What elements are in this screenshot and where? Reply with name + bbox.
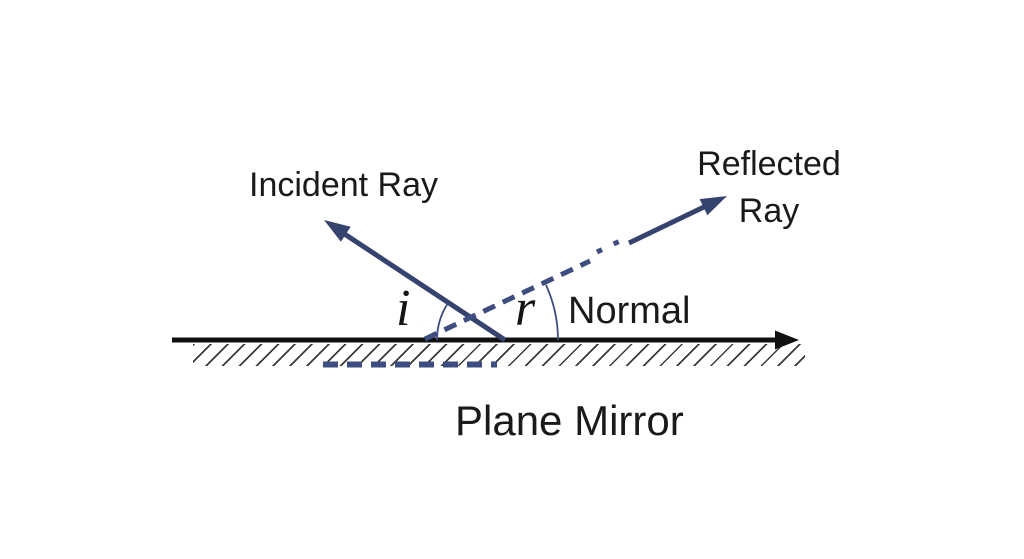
angle-of-incidence-label: i <box>396 280 411 337</box>
reflected-ray-label-line2: Ray <box>738 192 800 230</box>
reflected-ray-solid-segment <box>627 203 708 246</box>
reflected-ray-label: Reflected Ray <box>693 141 845 235</box>
normal-label: Normal <box>568 290 691 332</box>
reflected-ray-dot-segment <box>595 237 624 255</box>
incident-ray-arrowhead <box>324 220 351 242</box>
plane-mirror-label: Plane Mirror <box>455 397 684 444</box>
mirror-arrowhead <box>775 330 799 350</box>
angle-of-reflection-label: r <box>515 280 536 337</box>
reflected-ray-dashed-segment <box>423 258 592 342</box>
mirror-hatching <box>193 344 805 366</box>
incident-ray <box>324 220 507 343</box>
reflected-ray-arrowhead <box>699 196 727 216</box>
incident-ray-label: Incident Ray <box>249 166 438 204</box>
reflected-ray-label-line1: Reflected <box>697 145 841 183</box>
reflected-ray <box>423 196 727 342</box>
incident-ray-line <box>341 230 507 343</box>
mirror-surface-line <box>172 330 799 350</box>
angle-r-arc <box>545 284 559 341</box>
angle-i-arc <box>436 302 449 341</box>
